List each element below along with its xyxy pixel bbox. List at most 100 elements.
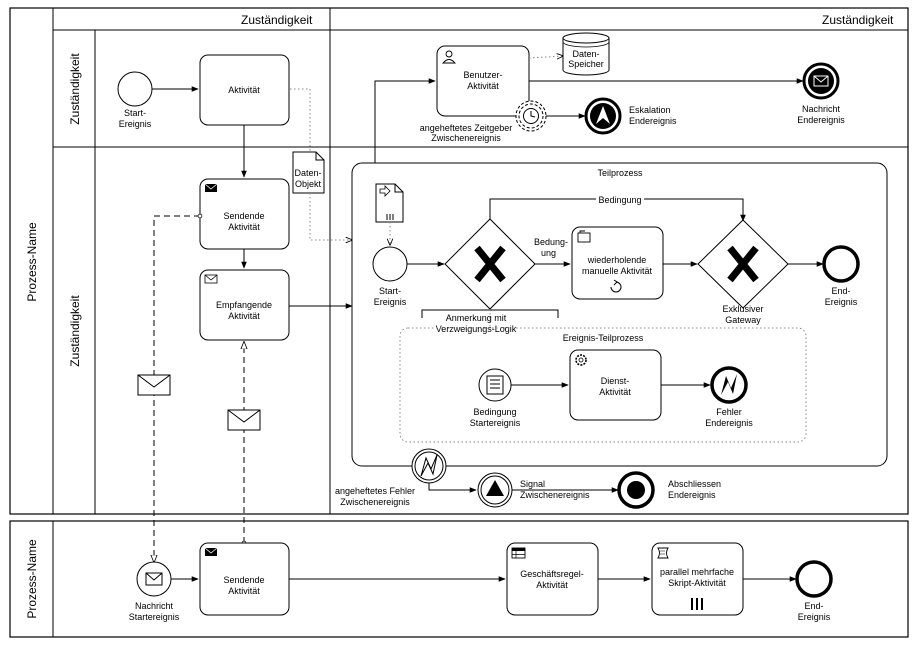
task-dienst[interactable]: Dienst- Aktivität — [569, 349, 662, 421]
task-aktivitaet[interactable]: Aktivität — [199, 54, 290, 126]
svg-text:wiederholende: wiederholende — [587, 255, 647, 265]
escalation-end-event[interactable]: Eskalation Endereignis — [584, 97, 677, 135]
data-store[interactable]: Daten- Speicher — [562, 32, 610, 76]
send-message-icon — [205, 548, 217, 556]
text-annotation[interactable]: Anmerkung mit Verzweigungs-Logik — [421, 309, 559, 334]
message-flow-out — [154, 216, 200, 562]
pool-1: Prozess-Name Zuständigkeit Zuständigkeit… — [9, 7, 909, 515]
loop-icon — [610, 281, 622, 293]
user-icon — [442, 50, 456, 64]
manual-task-icon — [577, 230, 591, 243]
svg-text:Zwischenereignis: Zwischenereignis — [431, 133, 501, 143]
svg-text:Zwischenereignis: Zwischenereignis — [340, 497, 410, 507]
svg-text:Daten-: Daten- — [572, 49, 599, 59]
receive-message-icon — [204, 274, 218, 284]
terminate-end-event[interactable]: Abschliessen Endereignis — [617, 471, 721, 509]
lane-2-label: Zuständigkeit — [68, 295, 82, 367]
event-subprocess[interactable]: Ereignis-Teilprozess — [399, 327, 807, 443]
svg-text:Start-: Start- — [379, 286, 401, 296]
data-input — [375, 183, 404, 223]
column-header-2: Zuständigkeit — [822, 13, 894, 27]
svg-text:Start-: Start- — [124, 108, 146, 118]
svg-text:angeheftetes Fehler: angeheftetes Fehler — [335, 486, 415, 496]
svg-text:Skript-Aktivität: Skript-Aktivität — [668, 578, 726, 588]
task-wiederholende[interactable]: wiederholende manuelle Aktivität — [571, 226, 664, 300]
svg-text:angeheftetes Zeitgeber: angeheftetes Zeitgeber — [420, 123, 513, 133]
svg-text:ung: ung — [541, 248, 556, 258]
svg-text:Aktivität: Aktivität — [536, 580, 568, 590]
svg-text:Ereignis-Teilprozess: Ereignis-Teilprozess — [563, 333, 644, 343]
pool-1-label: Prozess-Name — [25, 222, 39, 302]
error-boundary-event[interactable]: angeheftetes Fehler Zwischenereignis — [335, 448, 447, 507]
send-message-icon — [205, 184, 217, 192]
task-sendende-1[interactable]: Sendende Aktivität — [199, 178, 290, 250]
svg-text:Teilprozess: Teilprozess — [597, 168, 643, 178]
svg-text:parallel mehrfache: parallel mehrfache — [660, 567, 734, 577]
svg-text:Bedung-: Bedung- — [534, 237, 568, 247]
association-data-object — [290, 88, 311, 152]
svg-text:Exklusiver: Exklusiver — [722, 304, 763, 314]
exclusive-gateway-join[interactable]: Exklusiver Gateway — [697, 219, 789, 325]
escalation-icon — [596, 106, 610, 124]
svg-text:Nachricht: Nachricht — [135, 601, 174, 611]
svg-text:Bedingung: Bedingung — [473, 407, 516, 417]
business-rule-icon — [511, 547, 526, 559]
svg-text:manuelle Aktivität: manuelle Aktivität — [582, 266, 653, 276]
signal-intermediate-event[interactable]: Signal Zwischenereignis — [477, 472, 590, 508]
svg-text:Endereignis: Endereignis — [705, 418, 753, 428]
message-start-event[interactable]: Nachricht Startereignis — [129, 561, 180, 622]
svg-text:Daten-: Daten- — [294, 168, 321, 178]
error-icon — [721, 374, 737, 395]
start-event[interactable]: Start- Ereignis — [117, 71, 153, 129]
svg-text:Aktivität: Aktivität — [228, 586, 260, 596]
svg-text:Fehler: Fehler — [716, 407, 742, 417]
data-object[interactable]: Daten- Objekt — [292, 151, 325, 194]
task-skript[interactable]: parallel mehrfache Skript-Aktivität — [651, 542, 744, 616]
svg-text:Ereignis: Ereignis — [825, 297, 858, 307]
error-end-event[interactable]: Fehler Endereignis — [705, 366, 753, 428]
message-envelope-1 — [137, 374, 171, 396]
svg-text:Ereignis: Ereignis — [798, 612, 831, 622]
task-empfangende[interactable]: Empfangende Aktivität — [199, 269, 290, 341]
svg-text:Sendende: Sendende — [223, 211, 264, 221]
svg-text:Zwischenereignis: Zwischenereignis — [520, 490, 590, 500]
svg-text:Eskalation: Eskalation — [629, 105, 671, 115]
gear-icon — [575, 354, 587, 366]
association-data-store — [528, 56, 563, 58]
svg-text:Ereignis: Ereignis — [119, 119, 152, 129]
svg-text:Objekt: Objekt — [295, 179, 322, 189]
subprocess[interactable]: Teilprozess — [351, 162, 888, 467]
svg-text:Abschliessen: Abschliessen — [668, 479, 721, 489]
svg-text:Speicher: Speicher — [568, 59, 604, 69]
svg-text:Gateway: Gateway — [725, 315, 761, 325]
subprocess-start-event[interactable]: Start- Ereignis — [372, 246, 408, 307]
svg-text:Aktivität: Aktivität — [228, 85, 260, 95]
svg-text:Nachricht: Nachricht — [802, 104, 841, 114]
timer-boundary-event[interactable]: angeheftetes Zeitgeber Zwischenereignis — [420, 100, 547, 143]
svg-text:Dienst-: Dienst- — [601, 376, 630, 386]
parallel-multi-instance-icon — [691, 598, 703, 610]
svg-text:Aktivität: Aktivität — [599, 387, 631, 397]
end-event[interactable]: End- Ereignis — [795, 560, 833, 622]
svg-text:End-: End- — [804, 601, 823, 611]
message-end-event[interactable]: Nachricht Endereignis — [797, 62, 845, 125]
svg-text:Endereignis: Endereignis — [797, 115, 845, 125]
pool-2: Prozess-Name — [9, 520, 909, 638]
svg-text:Startereignis: Startereignis — [470, 418, 521, 428]
svg-text:Ereignis: Ereignis — [374, 297, 407, 307]
exclusive-gateway-split[interactable] — [444, 218, 536, 310]
conditional-start-event[interactable]: Bedingung Startereignis — [470, 368, 521, 428]
lane-1-label: Zuständigkeit — [68, 53, 82, 125]
task-geschaeftsregel[interactable]: Geschäftsregel- Aktivität — [506, 542, 599, 616]
pool-2-label: Prozess-Name — [25, 539, 39, 619]
svg-text:Signal: Signal — [520, 479, 545, 489]
task-benutzer[interactable]: Benutzer- Aktivität — [436, 45, 530, 117]
svg-text:Verzweigungs-Logik: Verzweigungs-Logik — [436, 324, 517, 334]
svg-text:Endereignis: Endereignis — [629, 116, 677, 126]
error-icon — [420, 454, 438, 477]
subprocess-end-event[interactable]: End- Ereignis — [822, 245, 860, 307]
svg-text:Aktivität: Aktivität — [228, 311, 260, 321]
svg-text:Aktivität: Aktivität — [467, 81, 499, 91]
svg-text:Endereignis: Endereignis — [668, 490, 716, 500]
task-sendende-2[interactable]: Sendende Aktivität — [199, 542, 290, 616]
